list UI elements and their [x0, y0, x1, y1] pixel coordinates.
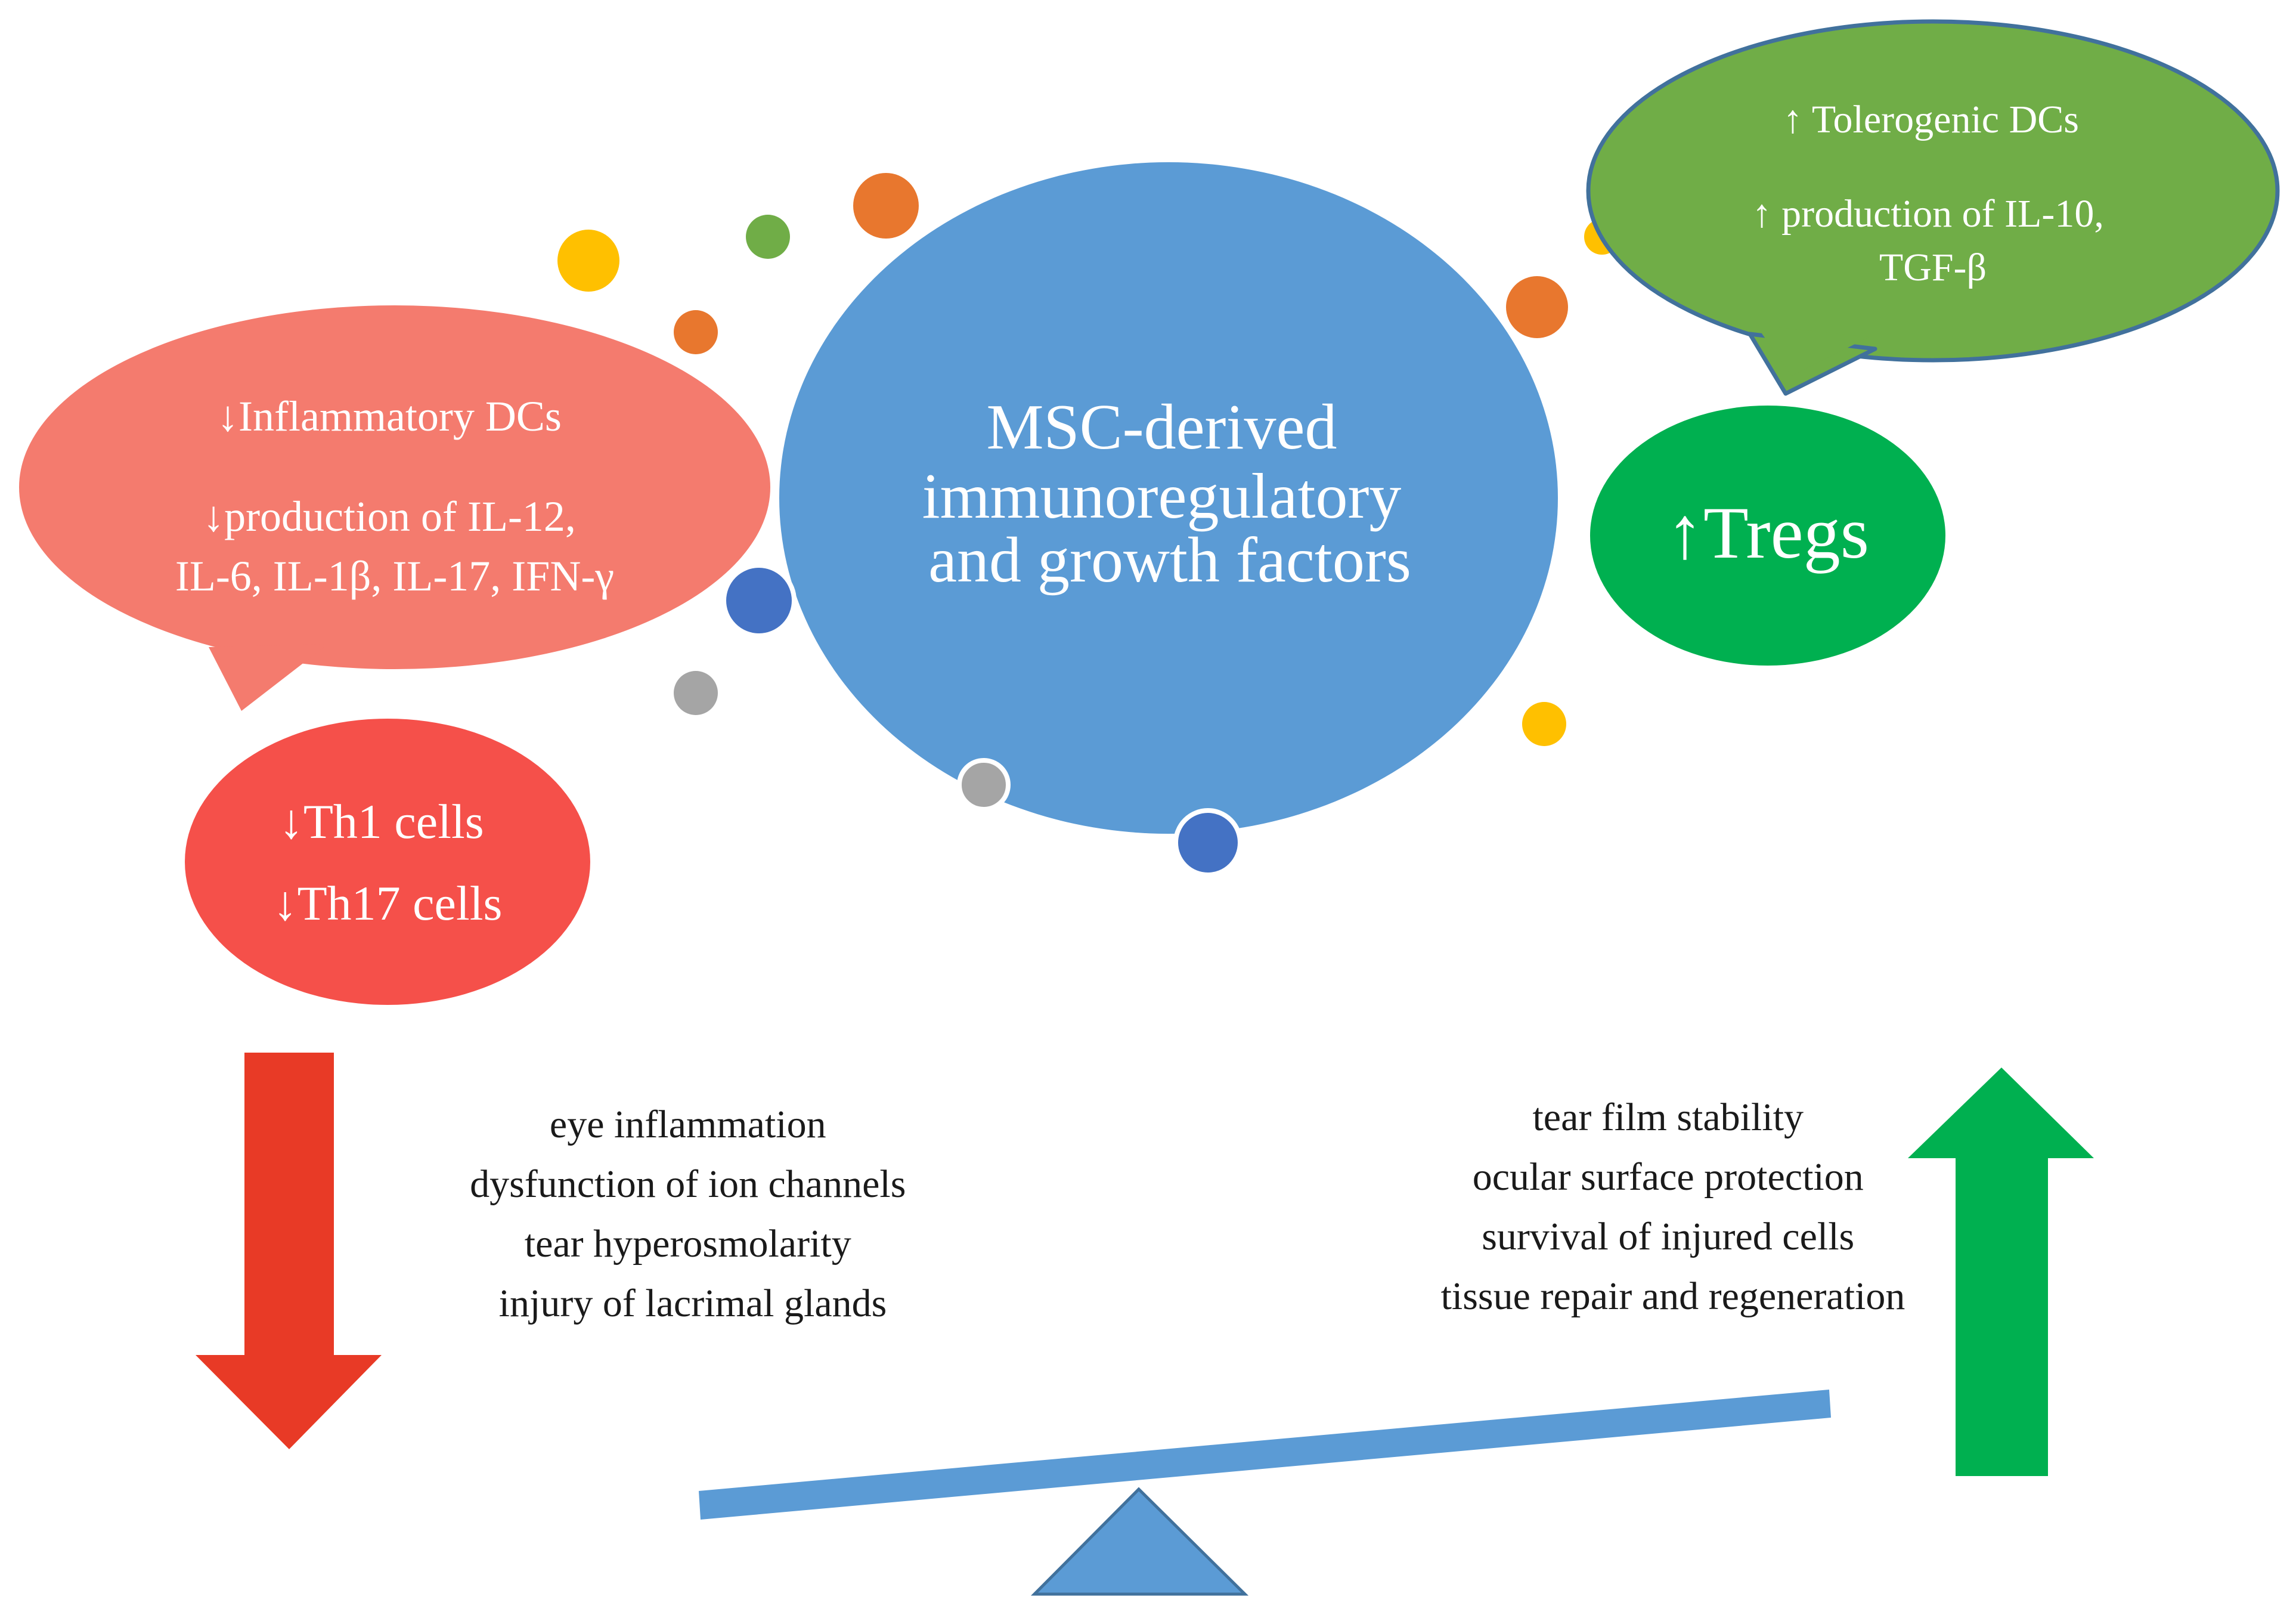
dot-yellow-3 — [1522, 702, 1566, 746]
svg-text:↑ Tolerogenic DCs ↑ prod: ↑ Tolerogenic DCs ↑ production of IL-10,… — [1752, 98, 2114, 289]
center-title-line1: MSC-derived — [987, 392, 1337, 463]
dot-gray-2 — [957, 758, 1011, 812]
increased-effects-list: tear film stability ocular surface prote… — [1441, 1096, 1905, 1318]
increase-arrow — [1908, 1068, 2094, 1476]
dot-blue-1 — [721, 563, 797, 638]
increased-effect-item: survival of injured cells — [1482, 1215, 1854, 1258]
increased-effect-item: tissue repair and regeneration — [1441, 1274, 1905, 1318]
inflammatory-dc-bubble: ↓Inflammatory DCs ↓production of IL-12, … — [19, 305, 770, 711]
inflammatory-dc-line2: ↓production of IL-12, — [203, 493, 576, 540]
center-title-line3: and growth factors — [928, 525, 1411, 596]
seesaw-beam — [699, 1390, 1831, 1520]
th1-cells-label: ↓Th1 cells — [279, 794, 484, 849]
decreased-effect-item: tear hyperosmolarity — [525, 1222, 851, 1266]
center-title-line2: immunoregulatory — [922, 461, 1402, 532]
seesaw-fulcrum — [1030, 1487, 1249, 1596]
decreased-effect-item: injury of lacrimal glands — [499, 1282, 887, 1325]
msc-factors-circle — [779, 162, 1558, 834]
th17-cells-label: ↓Th17 cells — [273, 876, 503, 930]
decreased-effects-list: eye inflammation dysfunction of ion chan… — [470, 1103, 916, 1325]
increased-effect-item: tear film stability — [1532, 1096, 1804, 1139]
dot-orange-2 — [674, 310, 718, 354]
svg-text:↓Th1 cells ↓Th17 cells: ↓Th1 cells ↓Th17 cells — [273, 794, 503, 930]
tolerogenic-dc-line3: TGF-β — [1879, 246, 1987, 289]
tregs-circle: ↑Tregs — [1590, 406, 1945, 666]
th-cells-circle: ↓Th1 cells ↓Th17 cells — [185, 719, 590, 1005]
decreased-effect-item: dysfunction of ion channels — [470, 1162, 906, 1206]
tolerogenic-dc-line2: ↑ production of IL-10, — [1752, 192, 2104, 236]
dot-orange-1 — [853, 173, 919, 239]
dot-green-1 — [746, 215, 790, 259]
dot-orange-3 — [1506, 276, 1568, 338]
tolerogenic-dc-bubble: ↑ Tolerogenic DCs ↑ production of IL-10,… — [1586, 19, 2280, 396]
inflammatory-dc-line3: IL-6, IL-1β, IL-17, IFN-γ — [175, 552, 614, 600]
inflammatory-dc-line1: ↓Inflammatory DCs — [217, 392, 562, 440]
decrease-arrow — [196, 1053, 382, 1449]
center-title: MSC-derived immunoregulatory and growth … — [922, 392, 1418, 596]
dot-blue-2 — [1173, 808, 1242, 877]
tolerogenic-dc-line1: ↑ Tolerogenic DCs — [1783, 98, 2079, 141]
dot-yellow-1 — [557, 230, 619, 292]
decreased-effect-item: eye inflammation — [550, 1103, 826, 1146]
svg-text:↓Inflammatory DCs ↓produ: ↓Inflammatory DCs ↓production of IL-12, … — [175, 392, 614, 600]
tregs-label: ↑Tregs — [1666, 492, 1869, 574]
increased-effect-item: ocular surface protection — [1473, 1155, 1864, 1199]
dot-gray-1 — [674, 671, 718, 715]
